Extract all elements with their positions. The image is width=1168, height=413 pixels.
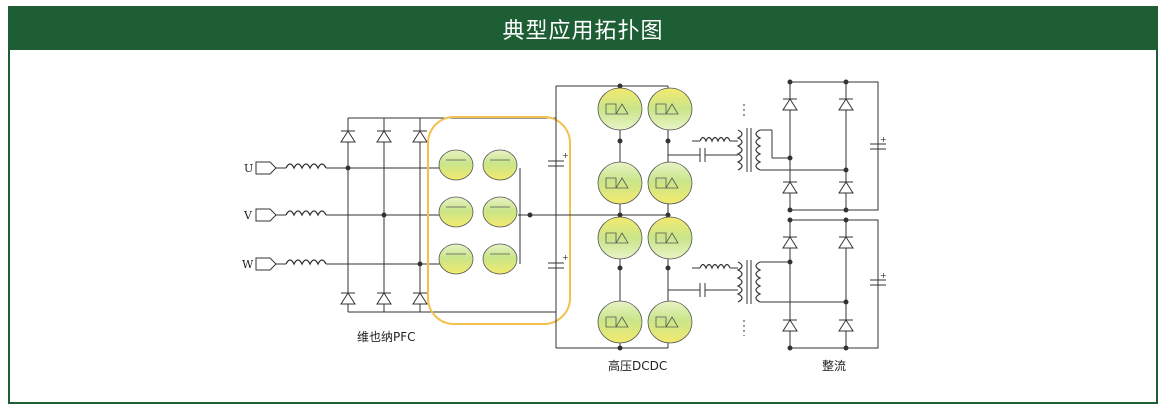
pfc-module-5 [438, 243, 474, 275]
dcdc-module-1 [597, 87, 643, 131]
rectifier-caption: 整流 [822, 358, 846, 373]
pfc-module-6 [482, 243, 518, 275]
inductor-w [285, 259, 327, 266]
pfc-module-2 [482, 149, 518, 181]
pfc-module-3 [438, 196, 474, 228]
input-phase-u: U [244, 161, 440, 175]
diagram-frame: 典型应用拓扑图 [8, 6, 1158, 404]
dcdc-module-2 [647, 87, 693, 131]
pfc-caption: 维也纳PFC [357, 330, 416, 344]
dcdc-switch-modules [597, 87, 693, 344]
inductor-u [285, 163, 327, 170]
header-bar: 典型应用拓扑图 [10, 8, 1156, 50]
svg-text:+: + [562, 151, 569, 160]
pfc-switch-modules [438, 149, 518, 275]
pfc-module-1 [438, 149, 474, 181]
page-title: 典型应用拓扑图 [502, 19, 664, 44]
dcdc-module-5 [597, 216, 643, 260]
dc-link-capacitors: + + [548, 86, 569, 348]
input-label-u: U [244, 162, 253, 175]
input-phase-v: V [243, 208, 440, 222]
input-label-v: V [243, 209, 253, 222]
dcdc-module-3 [597, 161, 643, 205]
transformers [668, 104, 773, 336]
dcdc-caption: 高压DCDC [608, 358, 667, 373]
output-rectifiers: + + [772, 79, 887, 351]
dcdc-module-8 [647, 300, 693, 344]
svg-text:+: + [880, 135, 887, 144]
dcdc-module-6 [647, 216, 693, 260]
input-phase-w: W [242, 257, 440, 271]
dcdc-module-7 [597, 300, 643, 344]
input-label-w: W [242, 258, 254, 271]
svg-text:+: + [562, 253, 569, 262]
inductor-v [285, 210, 327, 217]
pfc-highlight-box [427, 116, 571, 325]
svg-text:+: + [880, 271, 887, 280]
dcdc-module-4 [647, 161, 693, 205]
pfc-module-4 [482, 196, 518, 228]
